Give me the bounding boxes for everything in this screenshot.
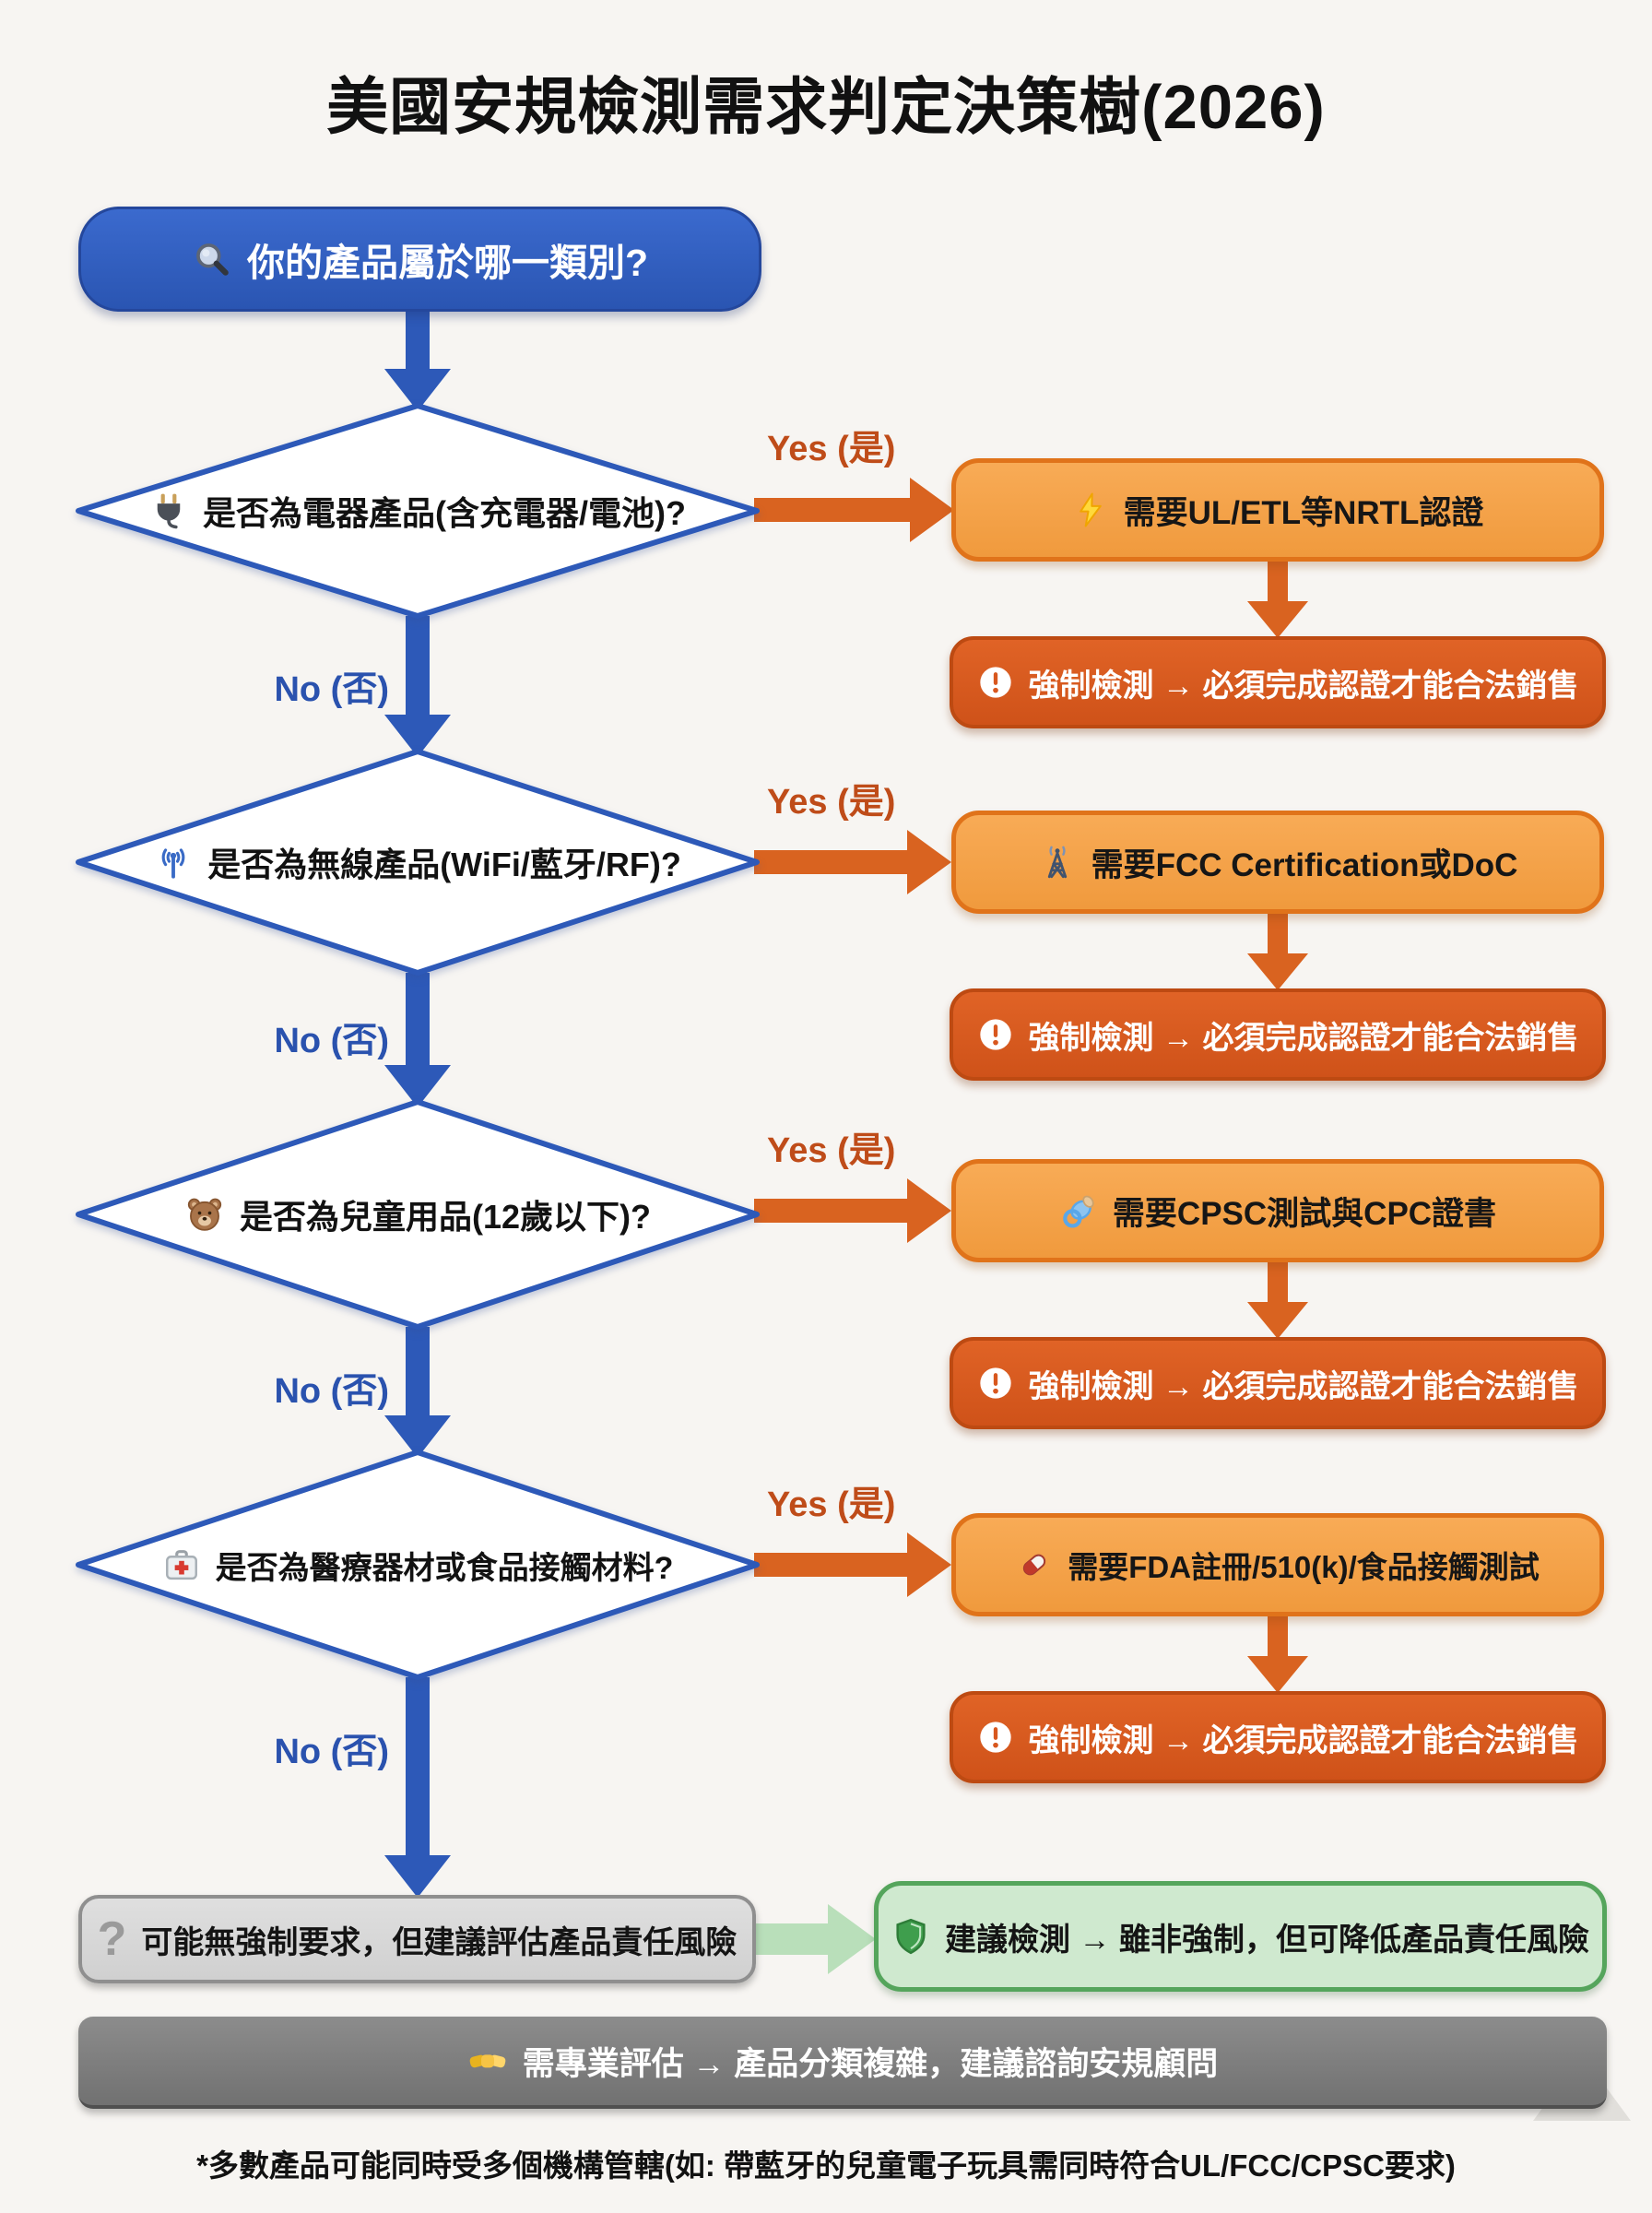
expert-bar: 需專業評估 → 產品分類複雜，建議諮詢安規顧問 [78, 2017, 1607, 2109]
no-label-4: No (否) [274, 1733, 389, 1771]
arrow-yes-2 [754, 830, 951, 894]
exclamation-icon [977, 664, 1014, 701]
handshake-icon [467, 2041, 508, 2081]
arrow-q4-to-fallback [384, 1677, 451, 1898]
mandatory-4-label: 強制檢測 → 必須完成認證才能合法銷售 [1028, 1722, 1579, 1758]
result-2-label: 需要FCC Certification或DoC [1091, 846, 1518, 883]
lightning-icon [1072, 491, 1109, 528]
mandatory-1-label: 強制檢測 → 必須完成認證才能合法銷售 [1028, 668, 1579, 704]
yes-label-2: Yes (是) [767, 783, 896, 822]
question-4: 是否為醫療器材或食品接觸材料? [97, 1452, 738, 1677]
question-mark-icon: ? [97, 1912, 127, 1966]
start-node: 你的產品屬於哪一類別? [78, 207, 761, 312]
yes-label-3: Yes (是) [767, 1131, 896, 1170]
exclamation-icon [977, 1719, 1014, 1756]
mandatory-box-3: 強制檢測 → 必須完成認證才能合法銷售 [950, 1337, 1606, 1429]
arrow-result3-down [1247, 1262, 1308, 1339]
exclamation-icon [977, 1365, 1014, 1402]
arrow-q2-to-q3 [384, 973, 451, 1107]
question-1: 是否為電器產品(含充電器/電池)? [97, 406, 738, 616]
start-label: 你的產品屬於哪一類別? [246, 242, 649, 284]
yes-label-4: Yes (是) [767, 1485, 896, 1524]
result-4-label: 需要FDA註冊/510(k)/食品接觸測試 [1068, 1550, 1540, 1584]
question-2-label: 是否為無線產品(WiFi/藍牙/RF)? [207, 846, 681, 883]
mandatory-2-label: 強制檢測 → 必須完成認證才能合法銷售 [1028, 1020, 1579, 1056]
mandatory-3-label: 強制檢測 → 必須完成認證才能合法銷售 [1028, 1368, 1579, 1404]
result-1-label: 需要UL/ETL等NRTL認證 [1123, 494, 1484, 531]
result-3-label: 需要CPSC測試與CPC證書 [1112, 1195, 1497, 1232]
result-box-3: 需要CPSC測試與CPC證書 [951, 1159, 1604, 1262]
mandatory-box-4: 強制檢測 → 必須完成認證才能合法銷售 [950, 1691, 1606, 1783]
arrow-q1-to-q2 [384, 616, 451, 757]
recommended-box: 建議檢測 → 雖非強制，但可降低產品責任風險 [874, 1881, 1607, 1992]
mandatory-box-1: 強制檢測 → 必須完成認證才能合法銷售 [950, 636, 1606, 728]
arrow-q3-to-q4 [384, 1327, 451, 1458]
antenna-icon [154, 843, 193, 882]
first-aid-kit-icon [162, 1545, 201, 1584]
radio-tower-icon [1038, 843, 1077, 882]
no-label-1: No (否) [274, 670, 389, 709]
mandatory-box-2: 強制檢測 → 必須完成認證才能合法銷售 [950, 988, 1606, 1081]
arrow-result1-down [1247, 562, 1308, 638]
question-3-label: 是否為兒童用品(12歲以下)? [239, 1198, 651, 1236]
question-2: 是否為無線產品(WiFi/藍牙/RF)? [97, 751, 738, 973]
exclamation-icon [977, 1016, 1014, 1053]
no-label-3: No (否) [274, 1372, 389, 1411]
yes-label-1: Yes (是) [767, 430, 896, 468]
no-label-2: No (否) [274, 1022, 389, 1060]
arrow-yes-4 [754, 1533, 951, 1597]
fallback-label: 可能無強制要求，但建議評估產品責任風險 [141, 1924, 738, 1960]
result-box-1: 需要UL/ETL等NRTL認證 [951, 458, 1604, 562]
magnifier-icon [192, 239, 232, 279]
result-box-4: 需要FDA註冊/510(k)/食品接觸測試 [951, 1513, 1604, 1616]
arrow-yes-1 [754, 478, 954, 542]
plug-icon [149, 491, 188, 530]
orange-yes-arrows [754, 478, 954, 1597]
pill-icon [1016, 1546, 1053, 1583]
fallback-box: ? 可能無強制要求，但建議評估產品責任風險 [78, 1895, 756, 1983]
arrow-start-to-q1 [384, 307, 451, 411]
footnote: *多數產品可能同時受多個機構管轄(如: 帶藍牙的兒童電子玩具需同時符合UL/FC… [196, 2148, 1456, 2183]
question-1-label: 是否為電器產品(含充電器/電池)? [203, 494, 686, 532]
arrow-yes-3 [754, 1178, 951, 1243]
arrow-result4-down [1247, 1616, 1308, 1693]
expert-label: 需專業評估 → 產品分類複雜，建議諮詢安規顧問 [522, 2045, 1219, 2082]
pacifier-icon [1059, 1191, 1098, 1230]
shield-icon [891, 1917, 930, 1956]
recommended-label: 建議檢測 → 雖非強制，但可降低產品責任風險 [945, 1922, 1589, 1958]
arrow-fallback-to-recommended [756, 1904, 876, 1974]
question-3: 是否為兒童用品(12歲以下)? [97, 1102, 738, 1327]
arrow-result2-down [1247, 914, 1308, 990]
question-4-label: 是否為醫療器材或食品接觸材料? [215, 1550, 674, 1586]
result-box-2: 需要FCC Certification或DoC [951, 811, 1604, 914]
page-title: 美國安規檢測需求判定決策樹(2026) [326, 73, 1326, 142]
teddy-bear-icon [184, 1194, 225, 1235]
